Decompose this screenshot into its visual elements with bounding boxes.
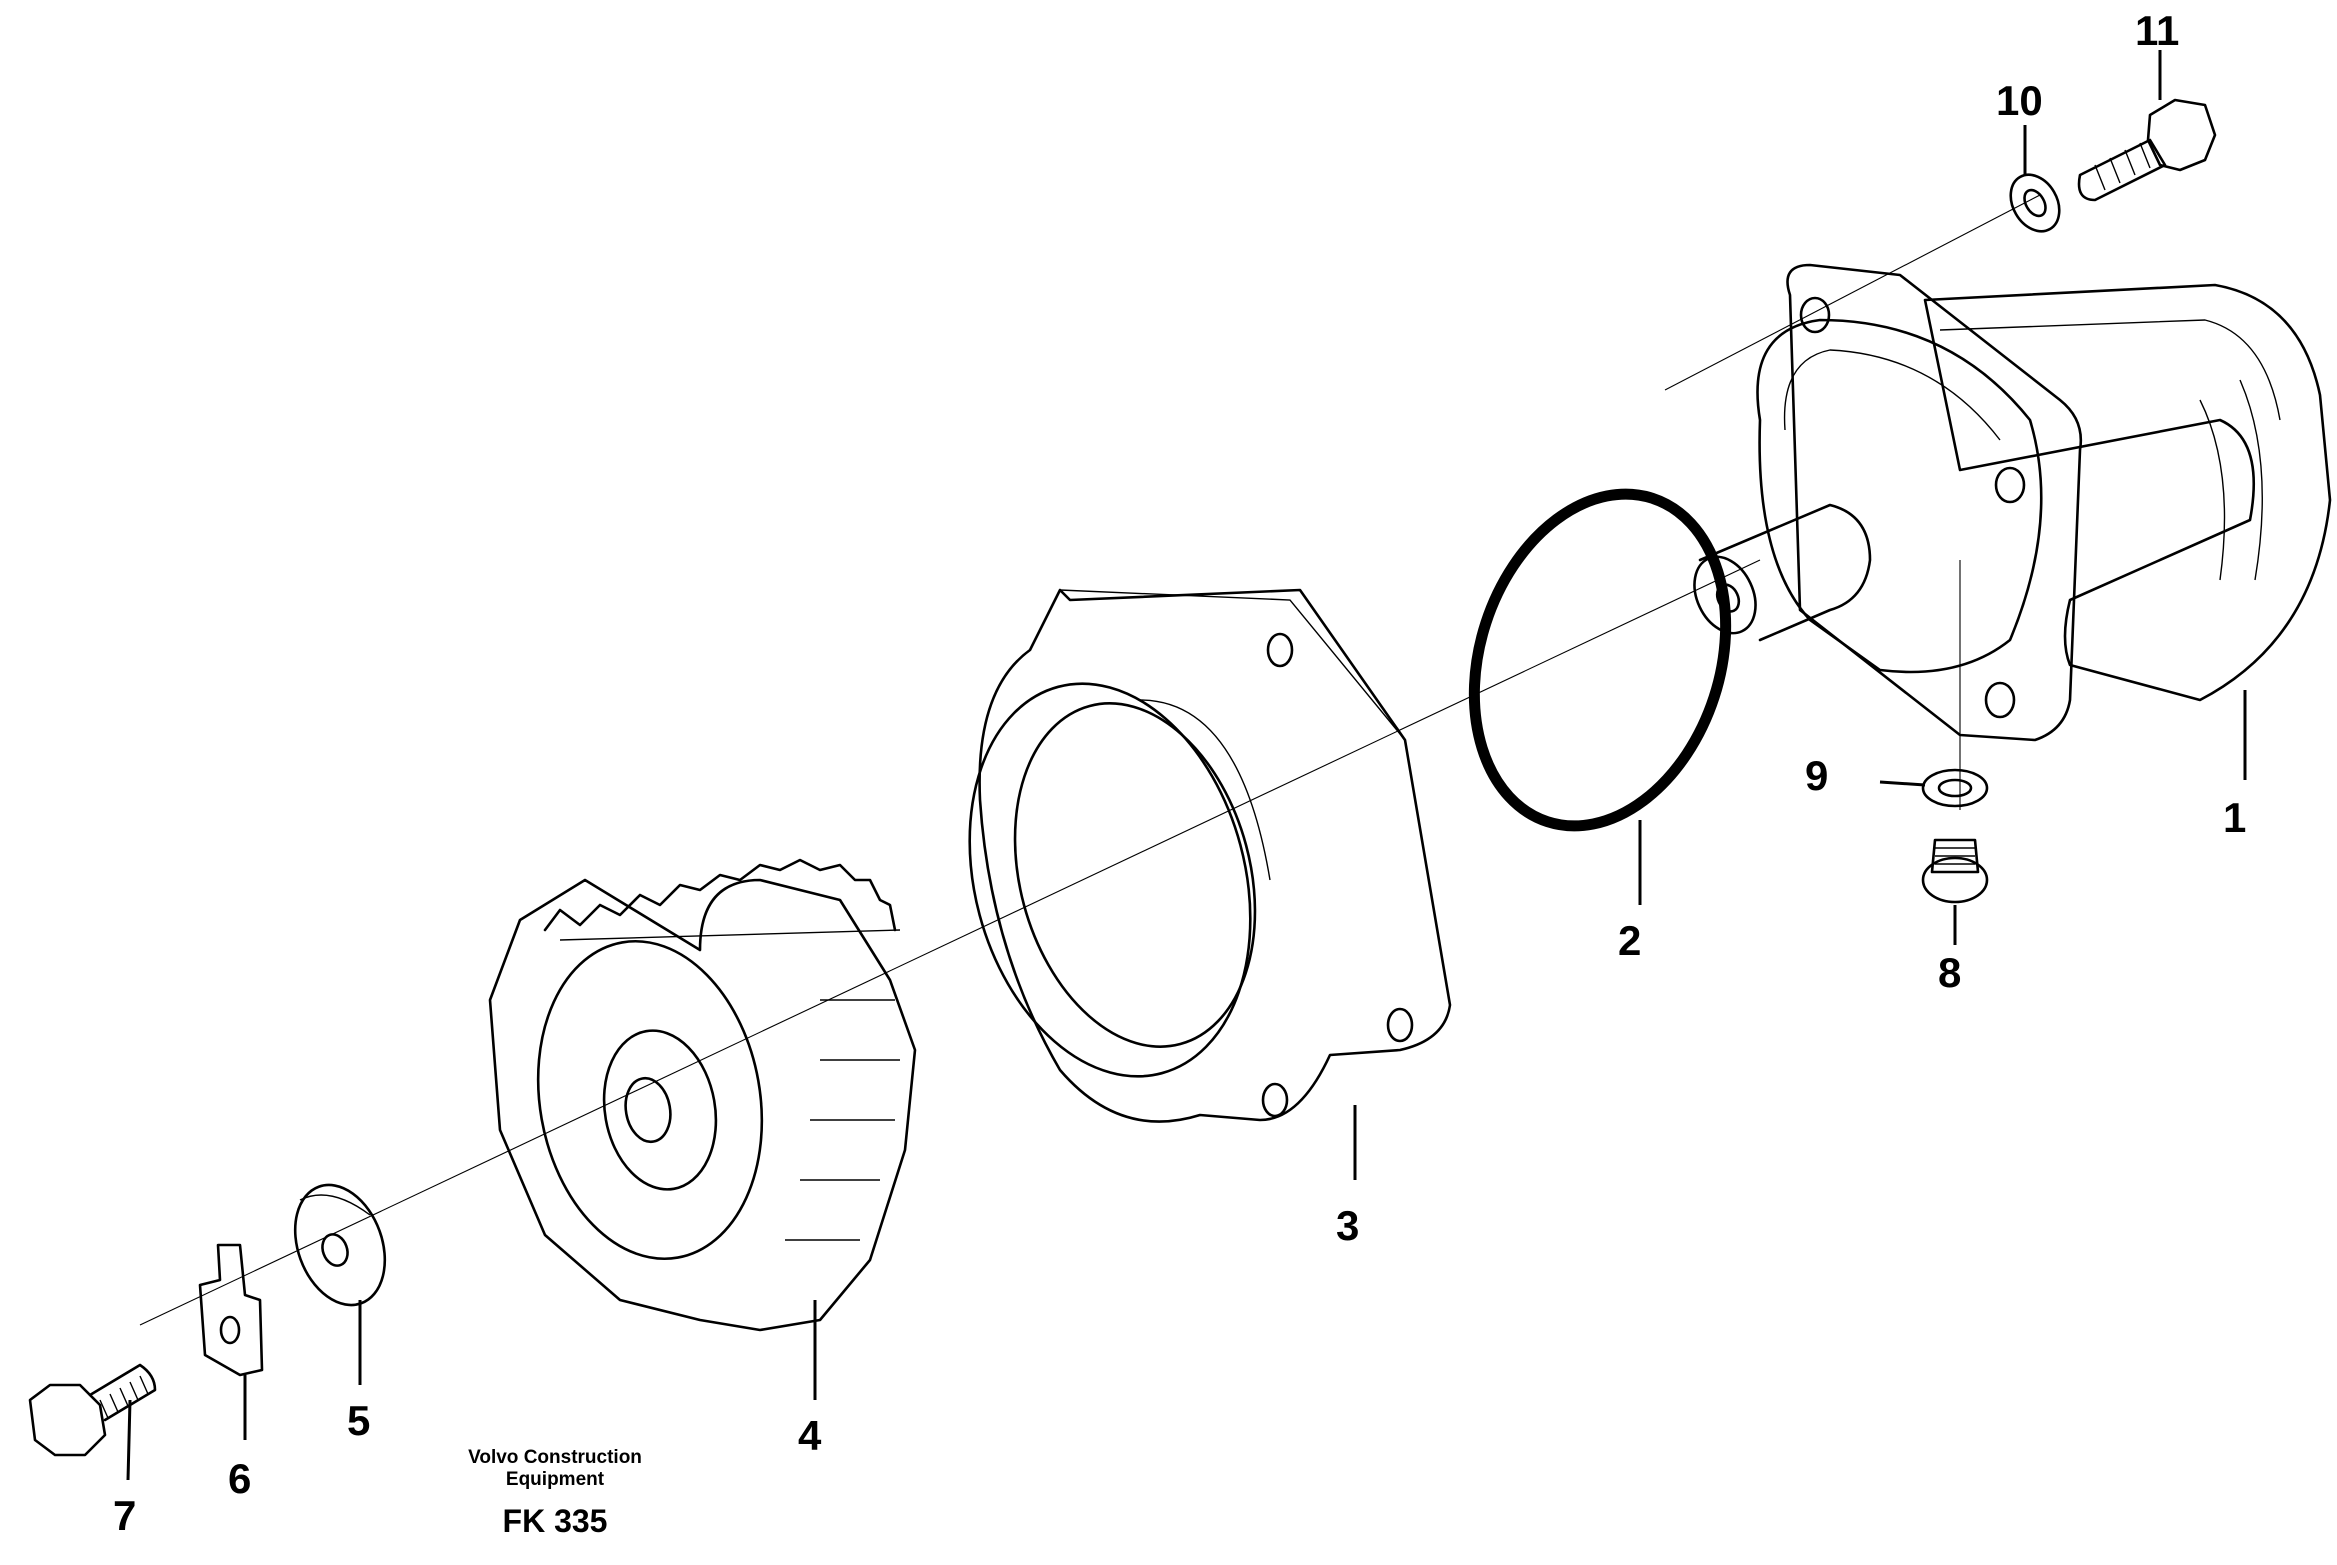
callout-11: 11: [2135, 7, 2179, 54]
part-3-adapter-flange: [968, 588, 1452, 1123]
callout-labels: 1 2 3 4 5 6 7 8 9 10 11: [113, 7, 2246, 1539]
callout-10: 10: [1996, 77, 2043, 124]
part-5-washer: [293, 1183, 387, 1307]
part-8-plug-screw: [1921, 838, 1989, 904]
callout-2: 2: [1618, 917, 1641, 964]
assembly-axis: [139, 194, 2041, 1326]
part-4-gear-wheel: [488, 858, 917, 1332]
caption-line-2: Equipment: [506, 1469, 605, 1490]
part-6-lock-plate: [198, 1243, 264, 1377]
part-1-pump-housing: [1693, 263, 2332, 742]
callout-7: 7: [113, 1492, 136, 1539]
callout-9: 9: [1805, 752, 1828, 799]
callout-6: 6: [228, 1455, 251, 1502]
part-11-bolt: [2077, 98, 2217, 202]
callout-4: 4: [798, 1412, 822, 1459]
part-2-o-ring: [1468, 488, 1732, 832]
part-10-washer: [2009, 173, 2061, 233]
caption-block: Volvo Construction Equipment FK 335: [468, 1447, 642, 1539]
leader-lines: [126, 50, 2247, 1481]
drawing-number: FK 335: [503, 1503, 608, 1539]
callout-3: 3: [1336, 1202, 1359, 1249]
callout-8: 8: [1938, 949, 1961, 996]
callout-5: 5: [347, 1397, 370, 1444]
part-9-sealing-washer: [1921, 768, 1989, 808]
part-7-bolt: [28, 1363, 157, 1457]
callout-1: 1: [2223, 794, 2246, 841]
caption-line-1: Volvo Construction: [468, 1447, 642, 1468]
